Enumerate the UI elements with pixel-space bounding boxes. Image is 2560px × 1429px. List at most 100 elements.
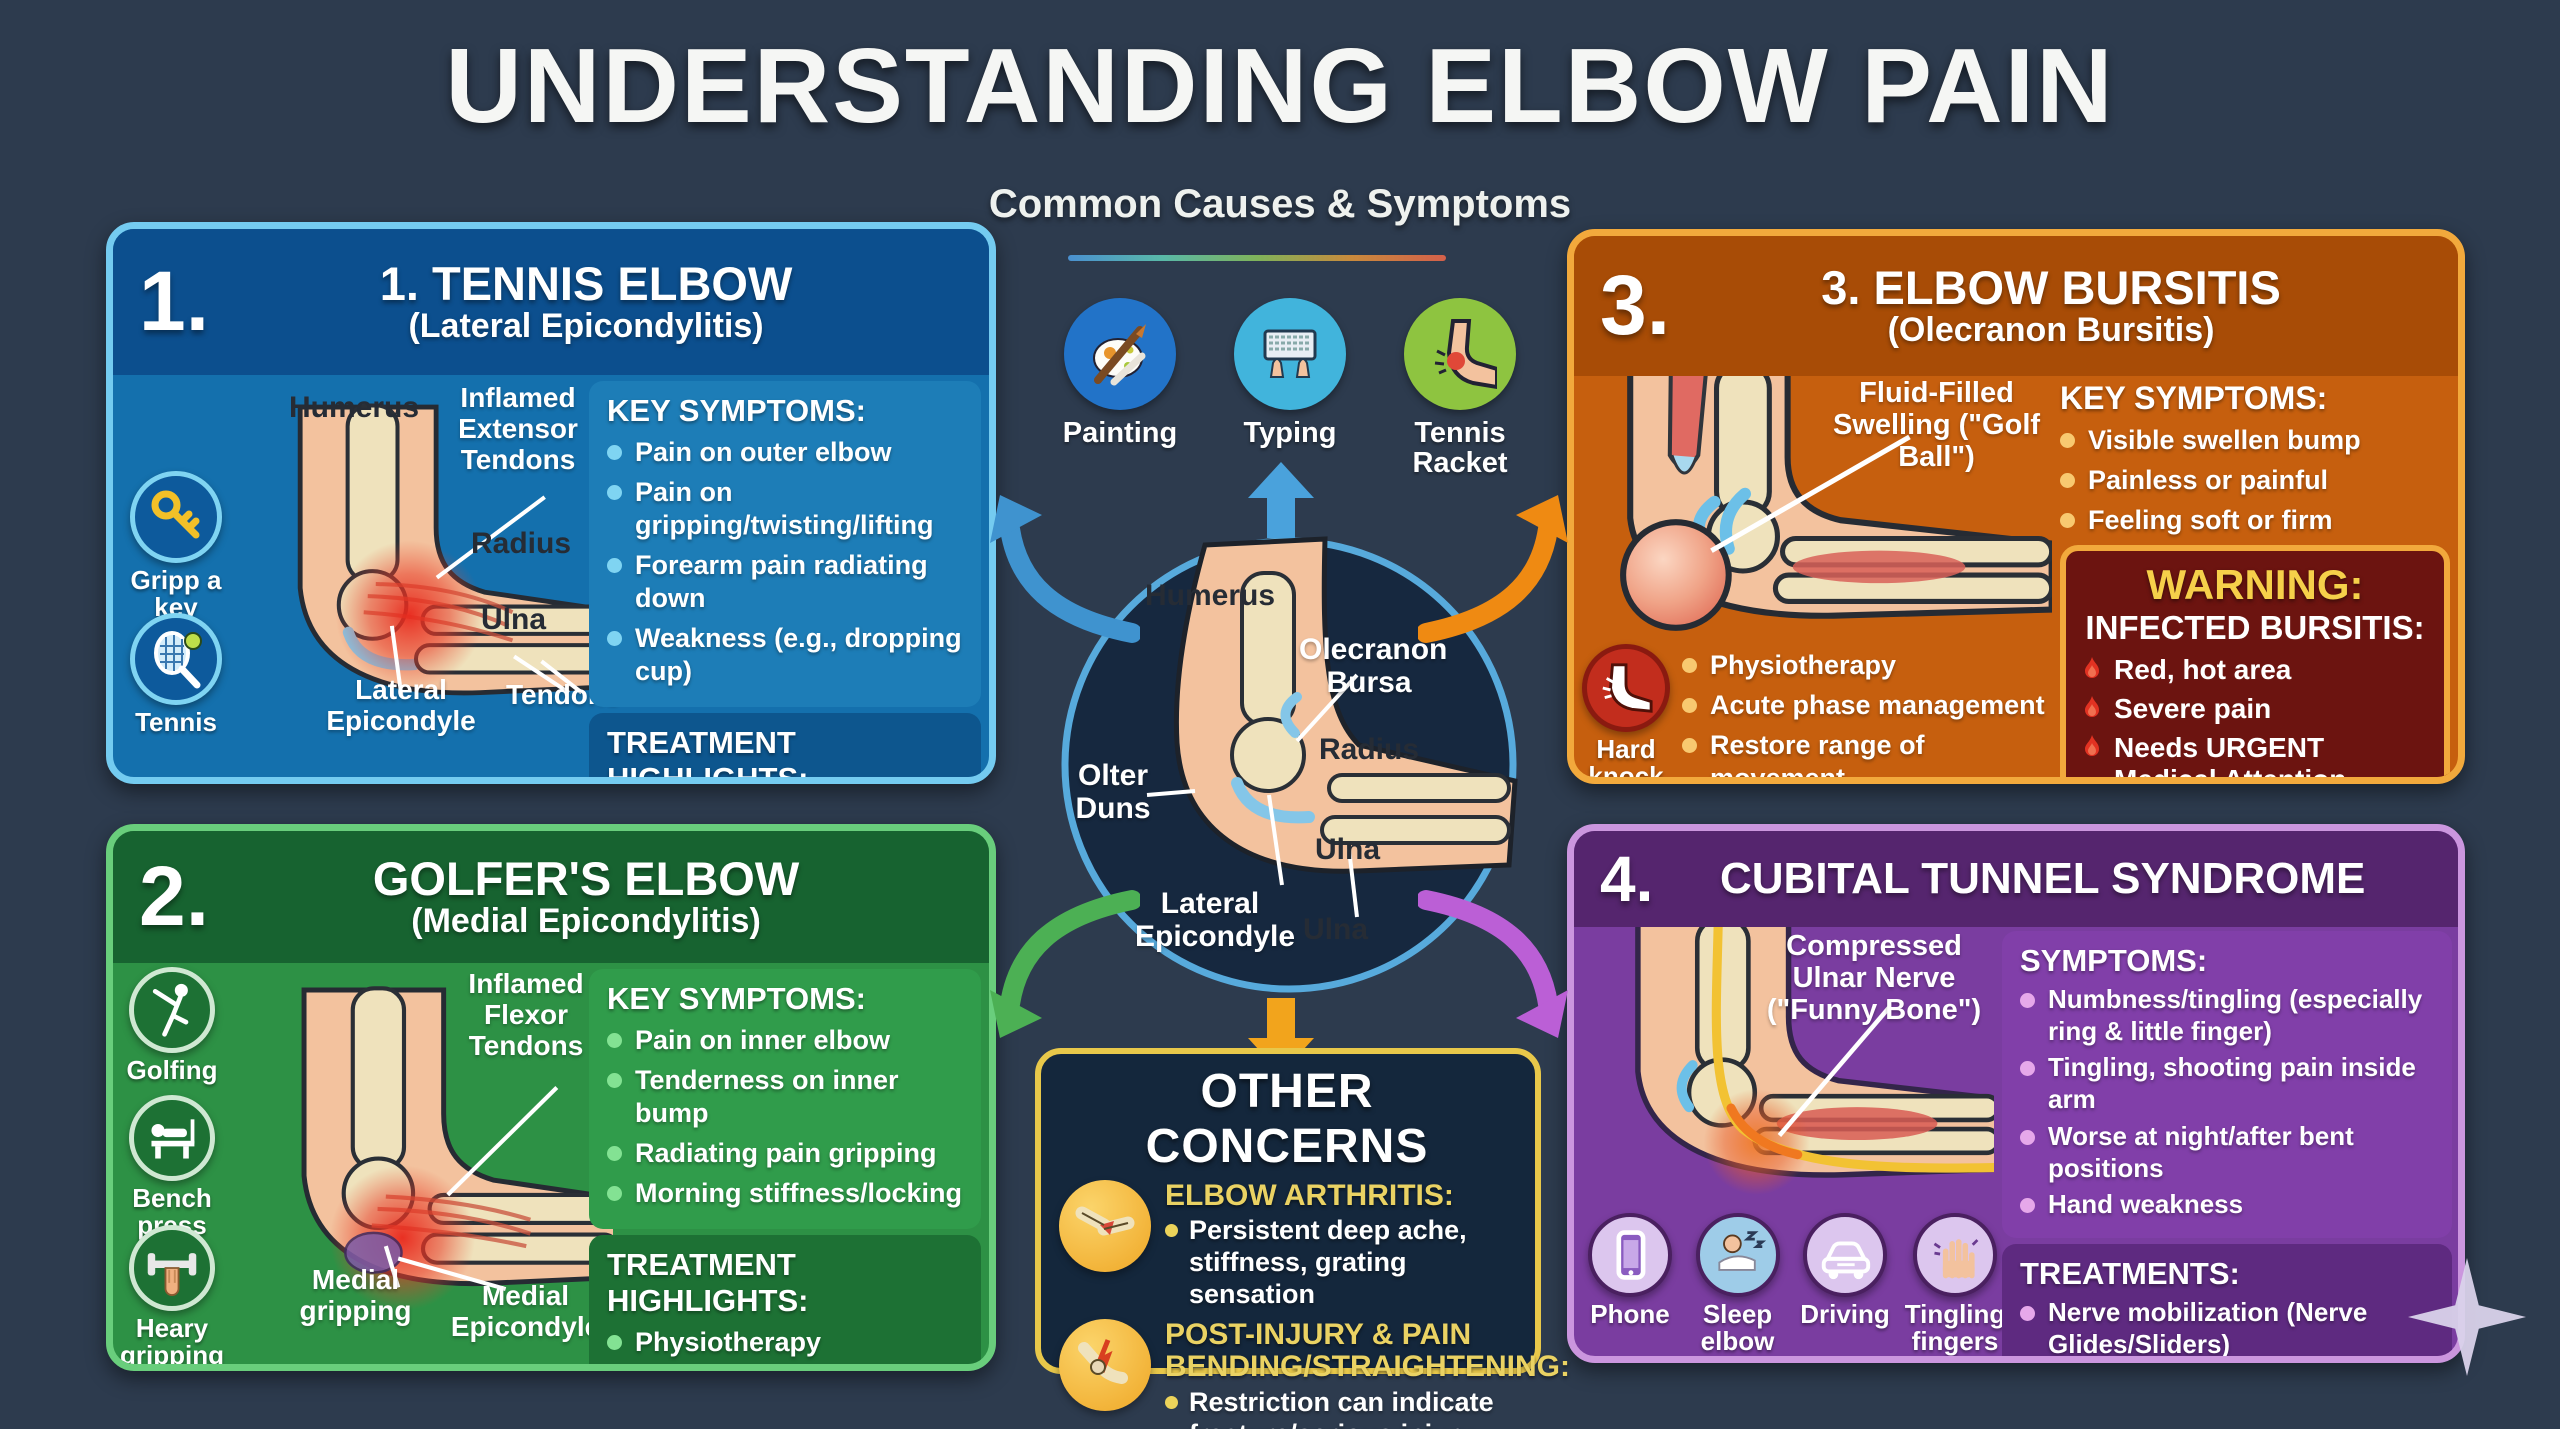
label-compressed-ulnar-nerve: Compressed Ulnar Nerve ("Funny Bone") [1766, 930, 1982, 1026]
golfer-icon-golfing: Golfing [113, 967, 237, 1085]
bursitis-arm-illustration [1620, 376, 2052, 631]
list-item: Hand weakness [2020, 1189, 2434, 1221]
cubital-title: CUBITAL TUNNEL SYNDROME [1720, 853, 2366, 903]
arthritis-icon [1059, 1180, 1151, 1272]
bursitis-title: 3. ELBOW BURSITIS [1821, 260, 2281, 314]
page-subtitle: Common Causes & Symptoms [988, 182, 1572, 226]
golfer-icon [129, 967, 215, 1053]
cubital-text-column: SYMPTOMS: Numbness/tingling (especially … [2002, 931, 2452, 1356]
cubital-icon-phone: Phone [1580, 1213, 1680, 1356]
arthritis-heading: ELBOW ARTHRITIS: [1165, 1179, 1454, 1212]
golfer-icon-bench: Bench press [113, 1095, 237, 1240]
tennis-body: Gripp a key Tennis [113, 375, 989, 777]
cubital-number: 4. [1600, 842, 1654, 915]
golfer-symptoms-list: Pain on inner elbow Tenderness on inner … [607, 1024, 963, 1210]
center-anatomy-circle: Humerus Olecranon Bursa Radius Olter Dun… [1057, 533, 1521, 997]
other-concerns-post-injury: POST-INJURY & PAIN BENDING/STRAIGHTENING… [1059, 1318, 1570, 1429]
arrow-curved-blue-icon [990, 495, 1140, 643]
golfer-symptoms-box: KEY SYMPTOMS: Pain on inner elbow Tender… [589, 969, 981, 1229]
tennis-racket-activity-icon [1404, 298, 1516, 410]
center-label-humerus: Humerus [1145, 579, 1276, 612]
sleep-icon [1695, 1213, 1780, 1297]
tennis-treatments-box: TREATMENT HIGHLIGHTS: Physiotherapy Prog… [589, 712, 981, 784]
list-item: Persistent deep ache, stiffness, grating… [1165, 1215, 1515, 1311]
tennis-number: 1. [139, 254, 210, 349]
tennis-header: 1. 1. TENNIS ELBOW (Lateral Epicondyliti… [113, 229, 989, 375]
phone-icon [1588, 1213, 1672, 1297]
warning-title: WARNING: [2146, 560, 2364, 608]
tennis-racket-label: Tennis Racket [1412, 417, 1508, 480]
list-item: Painless or painful [2060, 464, 2450, 497]
dumbbell-icon [129, 1225, 215, 1311]
golfer-text-column: KEY SYMPTOMS: Pain on inner elbow Tender… [589, 969, 981, 1364]
hand-icon-label: Tingling fingers [1904, 1299, 2006, 1357]
center-label-radius: Radius [1319, 733, 1420, 766]
activity-typing: Typing [1205, 298, 1375, 479]
panel-other-concerns: OTHER CONCERNS ELBOW ARTHRITIS: Persiste… [1035, 1048, 1570, 1429]
cubital-symptoms-heading: SYMPTOMS: [2020, 943, 2208, 978]
cubital-treatments-heading: TREATMENTS: [2020, 1256, 2240, 1292]
list-item: Weakness (e.g., dropping cup) [607, 622, 963, 688]
post-injury-heading: POST-INJURY & PAIN BENDING/STRAIGHTENING… [1165, 1317, 1570, 1384]
other-concerns-title: OTHER CONCERNS [1145, 1065, 1429, 1173]
painting-icon [1064, 298, 1176, 410]
tennis-arm-illustration [297, 403, 601, 697]
panel-golfers-elbow: 2. GOLFER'S ELBOW (Medial Epicondylitis)… [106, 824, 996, 1371]
label-medial-epicondyle: Medial Epicondyle [450, 1280, 601, 1342]
golfer-title: GOLFER'S ELBOW [372, 851, 800, 905]
golfer-subtitle: (Medial Epicondylitis) [411, 901, 761, 940]
tennis-symptoms-heading: KEY SYMPTOMS: [607, 393, 866, 428]
list-item: Tenderness on inner bump [607, 1064, 963, 1130]
cubital-icon-row: Phone Sleep elbow Driving [1580, 1213, 2010, 1356]
bursitis-treatments-list: Physiotherapy Acute phase management Res… [1682, 642, 2062, 777]
tennis-icon-key: Gripp a key [113, 471, 241, 622]
activity-painting: Painting [1035, 298, 1205, 479]
cubital-treatments-list: Nerve mobilization (Nerve Glides/Sliders… [2020, 1297, 2434, 1356]
activity-row: Painting Typing Tennis Racket [1035, 298, 1545, 479]
tennis-symptoms-list: Pain on outer elbow Pain on gripping/twi… [607, 436, 963, 688]
panel-tennis-elbow: 1. 1. TENNIS ELBOW (Lateral Epicondyliti… [106, 222, 996, 784]
hard-knock-icon [1582, 644, 1670, 732]
list-item: Red, hot area [2082, 654, 2428, 686]
label-lateral-epicondyle: Lateral Epicondyle [326, 674, 476, 736]
golfer-treatments-list: Physiotherapy Progressive loading Activi… [607, 1326, 963, 1364]
bursitis-number: 3. [1600, 258, 1671, 353]
dumbbell-icon-label: Heary gripping [120, 1313, 224, 1371]
list-item: Needs URGENT Medical Attention [2082, 732, 2428, 777]
bursitis-symptoms-list: Visible swellen bump Painless or painful… [2060, 424, 2450, 537]
arrow-curved-orange-icon [1418, 495, 1568, 643]
sleep-icon-label: Sleep elbow [1700, 1299, 1775, 1357]
cubital-icon-driving: Driving [1795, 1213, 1895, 1356]
key-icon [130, 471, 222, 563]
typing-icon [1234, 298, 1346, 410]
tennis-treatments-heading: TREATMENT HIGHLIGHTS: [607, 724, 809, 784]
list-item: Worse at night/after bent positions [2020, 1121, 2434, 1184]
center-label-ulna-2: Ulna [1303, 913, 1369, 946]
golfer-treatments-box: TREATMENT HIGHLIGHTS: Physiotherapy Prog… [589, 1234, 981, 1364]
golfer-icon-label: Golfing [126, 1055, 218, 1085]
bursitis-icon-hard-knock: Hard knock [1576, 644, 1676, 777]
list-item: Feeling soft or firm [2060, 504, 2450, 537]
list-item: Restriction can indicate fracture/seriou… [1165, 1387, 1570, 1429]
cubital-treatments-box: TREATMENTS: Nerve mobilization (Nerve Gl… [2002, 1244, 2452, 1356]
center-label-lateral-epicondyle: Lateral Epicondyle [1135, 887, 1296, 953]
list-item: Morning stiffness/locking [607, 1177, 963, 1210]
painting-label: Painting [1062, 417, 1178, 449]
page-title: UNDERSTANDING ELBOW PAIN [445, 27, 2115, 145]
tennis-title: 1. TENNIS ELBOW [379, 256, 793, 310]
label-radius: Radius [471, 527, 572, 560]
flame-icon [2085, 656, 2099, 678]
golfer-body: Golfing Bench press Heary gripping [113, 963, 989, 1364]
golfer-header: 2. GOLFER'S ELBOW (Medial Epicondylitis) [113, 831, 989, 963]
list-item: Forearm pain radiating down [607, 549, 963, 615]
panel-elbow-bursitis: 3. 3. ELBOW BURSITIS (Olecranon Bursitis… [1567, 229, 2465, 784]
arrow-curved-purple-icon [1418, 890, 1568, 1038]
center-label-olter-duns: Olter Duns [1075, 759, 1151, 825]
bursitis-text-column: KEY SYMPTOMS: Visible swellen bump Painl… [2060, 380, 2450, 777]
warning-list: Red, hot area Severe pain Needs URGENT M… [2082, 654, 2428, 777]
activity-tennis-racket: Tennis Racket [1375, 298, 1545, 479]
golfer-anatomy: Inflamed Flexor Tendons Medial gripping … [233, 963, 613, 1364]
list-item: Tingling, shooting pain inside arm [2020, 1052, 2434, 1115]
list-item: Acute phase management [1682, 689, 2062, 722]
